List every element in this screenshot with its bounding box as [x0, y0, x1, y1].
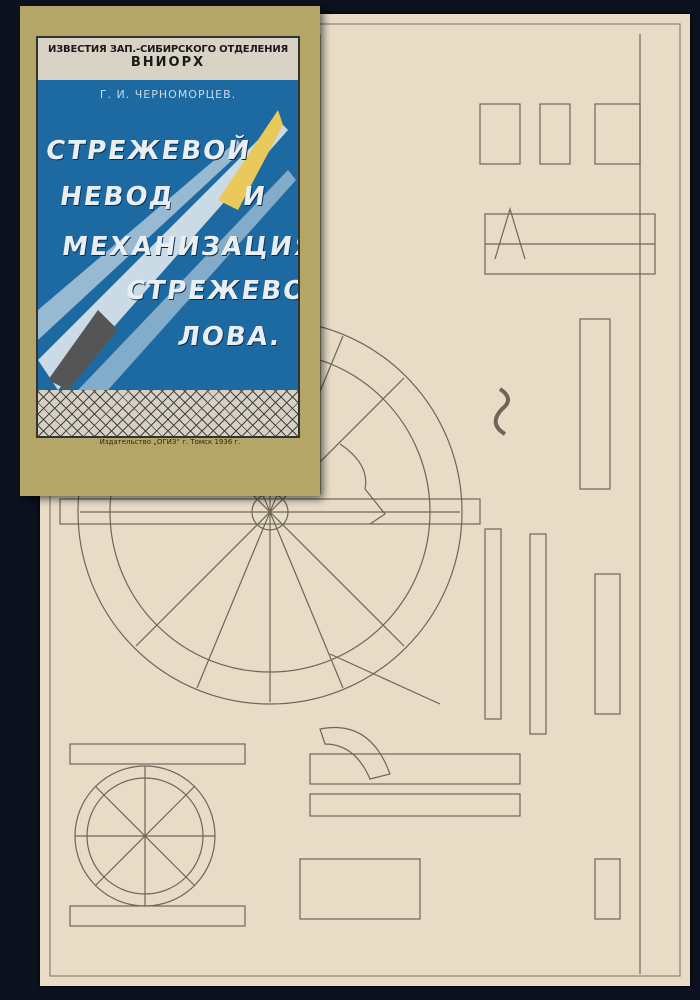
title-line-3: И — [240, 182, 269, 212]
publisher-line: Издательство „ОГИЗ“ г. Томск 1936 г. — [99, 438, 241, 446]
beam-detail — [309, 753, 521, 785]
axle-frame — [59, 498, 481, 525]
series-title: ИЗВЕСТИЯ ЗАП.-СИБИРСКОГО ОТДЕЛЕНИЯ — [47, 44, 289, 55]
title-line-5: СТРЕЖЕВОГО — [123, 276, 300, 306]
title-line-2: НЕВОД — [57, 182, 177, 212]
boat-wake-illustration — [38, 110, 296, 390]
net-fish-border — [36, 390, 300, 438]
cover-header: ИЗВЕСТИЯ ЗАП.-СИБИРСКОГО ОТДЕЛЕНИЯ ВНИОР… — [36, 36, 300, 82]
author-name: Г. И. ЧЕРНОМОРЦЕВ. — [99, 88, 237, 101]
book-cover: ИЗВЕСТИЯ ЗАП.-СИБИРСКОГО ОТДЕЛЕНИЯ ВНИОР… — [20, 6, 320, 496]
title-line-1: СТРЕЖЕВОЙ — [43, 136, 254, 166]
institute-name: ВНИОРХ — [130, 55, 206, 70]
cover-illustration: Г. И. ЧЕРНОМОРЦЕВ. СТРЕЖЕВОЙ НЕВОД И МЕХ… — [36, 80, 300, 392]
title-line-4: МЕХАНИЗАЦИЯ — [59, 232, 300, 262]
title-line-6: ЛОВА. — [175, 322, 284, 352]
